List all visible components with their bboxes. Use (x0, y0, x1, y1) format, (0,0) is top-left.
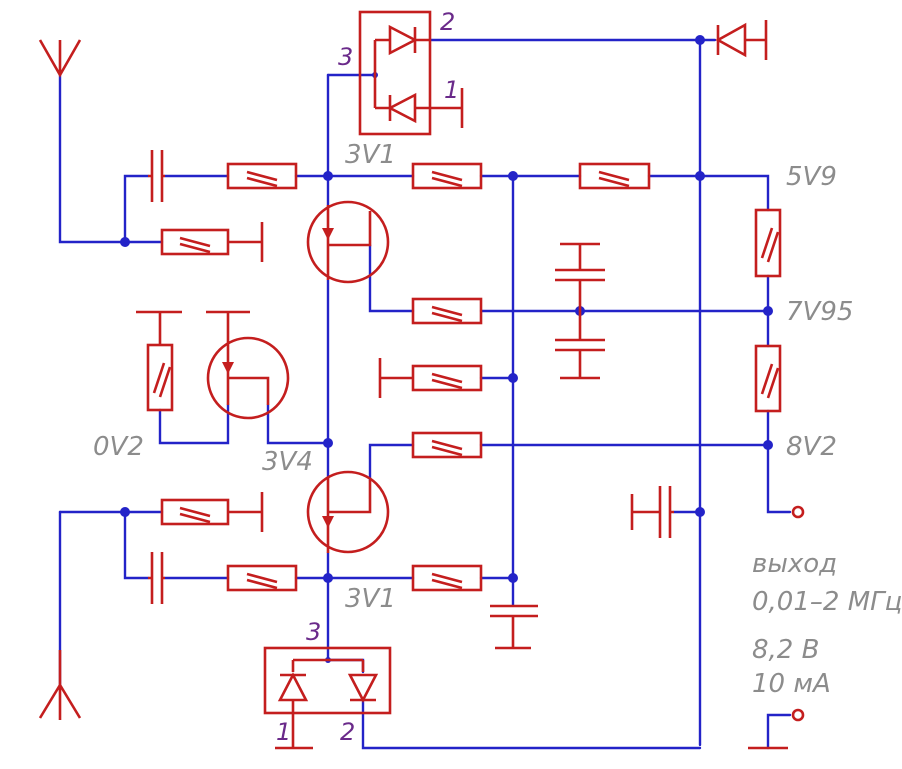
output-terminal-top-icon[interactable] (791, 505, 805, 519)
pin-top-3: 3 (338, 43, 353, 71)
resistor-r4 (160, 222, 264, 262)
resistor-r11 (754, 208, 782, 278)
jfet-lower (306, 470, 390, 554)
resistor-r7 (411, 431, 483, 459)
resistor-r3 (578, 162, 651, 190)
pin-bottom-3: 3 (306, 618, 321, 646)
capacitor-c5 (630, 486, 674, 538)
wires (58, 38, 792, 750)
label-0v2: 0V2 (93, 432, 144, 462)
capacitor-c2 (148, 552, 165, 604)
label-5v9: 5V9 (786, 162, 837, 192)
resistor-r12 (754, 344, 782, 413)
antenna-bottom-icon (38, 650, 82, 720)
resistor-r8 (160, 492, 264, 532)
resistor-r10 (411, 564, 483, 592)
diode-top-right (715, 20, 768, 60)
output-range: 0,01–2 МГц (752, 587, 902, 617)
resistor-r5 (411, 297, 483, 325)
antenna-top-icon (38, 39, 82, 78)
capacitor-c1 (148, 150, 165, 202)
pin-top-2: 2 (440, 8, 455, 36)
capacitor-c4 (490, 604, 538, 650)
resistor-r6 (378, 358, 483, 398)
output-notes: выход 0,01–2 МГц 8,2 В 10 мА (752, 549, 902, 699)
diode-block-top (358, 10, 464, 136)
output-current: 10 мА (752, 669, 831, 699)
voltage-labels: 3V1 5V9 7V95 8V2 0V2 3V4 3V1 (93, 140, 853, 614)
output-terminal-bottom-icon[interactable] (748, 708, 805, 750)
jfet-upper (306, 200, 390, 284)
resistor-r13 (136, 310, 182, 412)
label-3v1-bottom: 3V1 (345, 584, 396, 614)
pin-top-1: 1 (444, 76, 459, 104)
label-3v4: 3V4 (262, 447, 313, 477)
output-title: выход (752, 549, 837, 579)
label-3v1-top: 3V1 (345, 140, 396, 170)
junction-dots (120, 35, 773, 663)
diode-block-bottom (263, 646, 392, 750)
resistor-r9 (226, 564, 298, 592)
resistor-r2 (411, 162, 483, 190)
label-7v95: 7V95 (786, 297, 853, 327)
jfet-small (206, 310, 290, 420)
output-voltage: 8,2 В (752, 635, 819, 665)
resistor-r1 (226, 162, 298, 190)
capacitor-c3 (555, 242, 605, 380)
capacitors (148, 150, 674, 650)
label-8v2: 8V2 (786, 432, 837, 462)
pin-bottom-2: 2 (340, 718, 355, 746)
resistors (136, 162, 782, 592)
pin-labels: 3 2 1 3 1 2 (276, 8, 459, 746)
pin-bottom-1: 1 (276, 718, 291, 746)
